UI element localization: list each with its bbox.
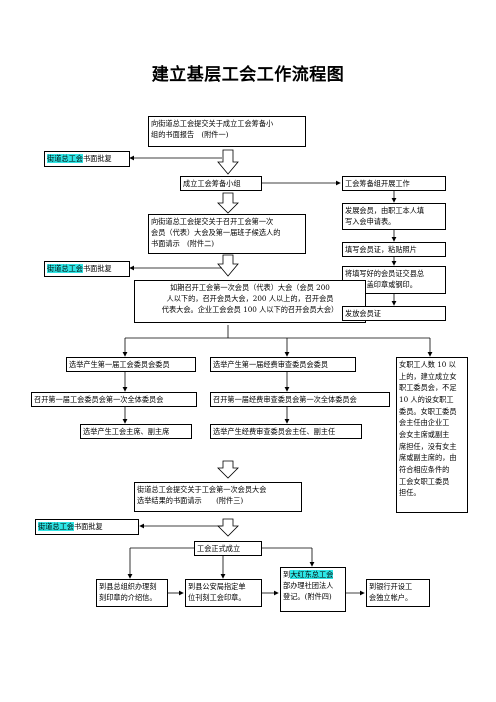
highlight-text: 街道总工会 [47,264,83,273]
note-line: 席担任，没有女主 [399,441,457,451]
seal-line2: 工会加盖印章或钢印。 [345,280,417,290]
note-line: 担任。 [399,488,421,498]
develop-members-box: 发展会员，由职工本人填 写入会申请表。 [342,203,446,230]
approval-box-1: 街道总工会书面批复 [44,151,130,167]
approval-box-3: 街道总工会书面批复 [35,519,139,535]
highlight-text: 街道总工会 [47,154,83,163]
approval-text: 书面批复 [82,264,112,273]
bank-account-box: 到银行开设工 会独立帐户。 [366,579,430,607]
approval-box-2: 街道总工会书面批复 [44,261,130,277]
note-line: 10 人的设女职工 [399,394,454,404]
develop-line2: 写入会申请表。 [345,217,396,227]
page-title: 建立基层工会工作流程图 [151,65,345,85]
police-line2: 位刊刻工会印章。 [188,593,246,603]
note-line: 工会女职工委员 [399,476,450,486]
bank-line1: 到银行开设工 [369,582,413,591]
first-meeting-box: 召开第一届工会委员会第一次全体委员会 [31,392,197,407]
women-committee-note: 女职工人数 10 以 上的，建立成立女 职工委员会，不足 10 人的设女职工 委… [396,357,468,513]
police-line1: 到县公安局指定单 [188,582,246,591]
bank-line2: 会独立帐户。 [369,593,413,603]
request-line3: 书面请示 (附件二) [151,239,215,249]
request-line1: 向街道总工会提交关于召开工会第一次 [151,217,274,226]
legal-registration-box: 到大红东总工会 部办理社团法人 登记。(附件四) [280,567,346,612]
first-congress-box: 如期召开工会第一次会员（代表）大会（会员 200 人以下的，召开会员大会，200… [134,280,366,323]
congress-line3: 代表大会。企业工会会员 100 人以下的召开会员大会） [161,305,339,315]
prep-report-line1: 向街道总工会提交关于成立工会筹备小 [151,119,274,128]
fill-card-box: 填写会员证，粘贴照片 [342,242,446,257]
result-request-box: 街道总工会提交关于工会第一次会员大会 选举结果的书面请示 (附件三) [134,482,302,512]
elect-chair-box: 选举产生工会主席、副主席 [80,424,192,439]
first-audit-meeting-box: 召开第一届经费审查委员会第一次全体委员会 [210,392,390,407]
legal-line3: 登记。(附件四) [283,592,332,602]
issue-card-box: 发放会员证 [342,306,446,321]
congress-line1: 如期召开工会第一次会员（代表）大会（会员 200 [170,283,330,292]
elect-committee-box: 选举产生第一届工会委员会委员 [66,357,196,372]
prep-work-box: 工会筹备组开展工作 [342,176,446,191]
highlight-text: 大红东总工会 [290,570,334,579]
note-line: 符合相应条件的 [399,464,450,474]
elect-audit-box: 选举产生第一届经费审查委员会委员 [210,357,356,372]
note-line: 会女主席或副主 [399,429,450,439]
request-line2: 会员（代表）大会及第一届班子候选人的 [151,228,281,238]
note-line: 席或副主席的，由 [399,453,457,463]
prep-group-box: 成立工会筹备小组 [180,176,262,191]
approval-text: 书面批复 [82,154,112,163]
prep-report-line2: 组的书面报告 (附件一) [151,130,229,140]
note-line: 会主任由企业工 [399,418,450,428]
police-seal-box: 到县公安局指定单 位刊刻工会印章。 [185,579,262,607]
note-line: 上的，建立成立女 [399,371,457,381]
note-line: 职工委员会，不足 [399,383,457,393]
congress-request-box: 向街道总工会提交关于召开工会第一次 会员（代表）大会及第一届班子候选人的 书面请… [148,214,306,254]
legal-prefix: 到 [283,570,291,579]
note-line: 女职工人数 10 以 [399,360,456,369]
congress-line2: 人以下的，召开会员大会，200 人以上的，召开会员 [166,294,334,304]
legal-line2: 部办理社团法人 [283,581,334,591]
org-letter-line2: 刻印章的介绍信。 [99,593,157,603]
org-letter-line1: 到县总组织办理刻 [99,582,157,591]
elect-audit-chair-box: 选举产生经费审查委员会主任、副主任 [210,424,362,439]
result-line2: 选举结果的书面请示 (附件三) [137,496,244,506]
org-letter-box: 到县总组织办理刻 刻印章的介绍信。 [96,579,168,607]
approval-text: 书面批复 [73,522,103,531]
highlight-text: 街道总工会 [38,522,74,531]
union-established-box: 工会正式成立 [194,541,262,556]
seal-line1: 将填写好的会员证交县总 [345,269,425,278]
note-line: 委员。女职工委员 [399,406,457,416]
prep-report-box: 向街道总工会提交关于成立工会筹备小 组的书面报告 (附件一) [148,116,306,147]
result-line1: 街道总工会提交关于工会第一次会员大会 [137,485,267,494]
develop-line1: 发展会员，由职工本人填 [345,206,425,215]
